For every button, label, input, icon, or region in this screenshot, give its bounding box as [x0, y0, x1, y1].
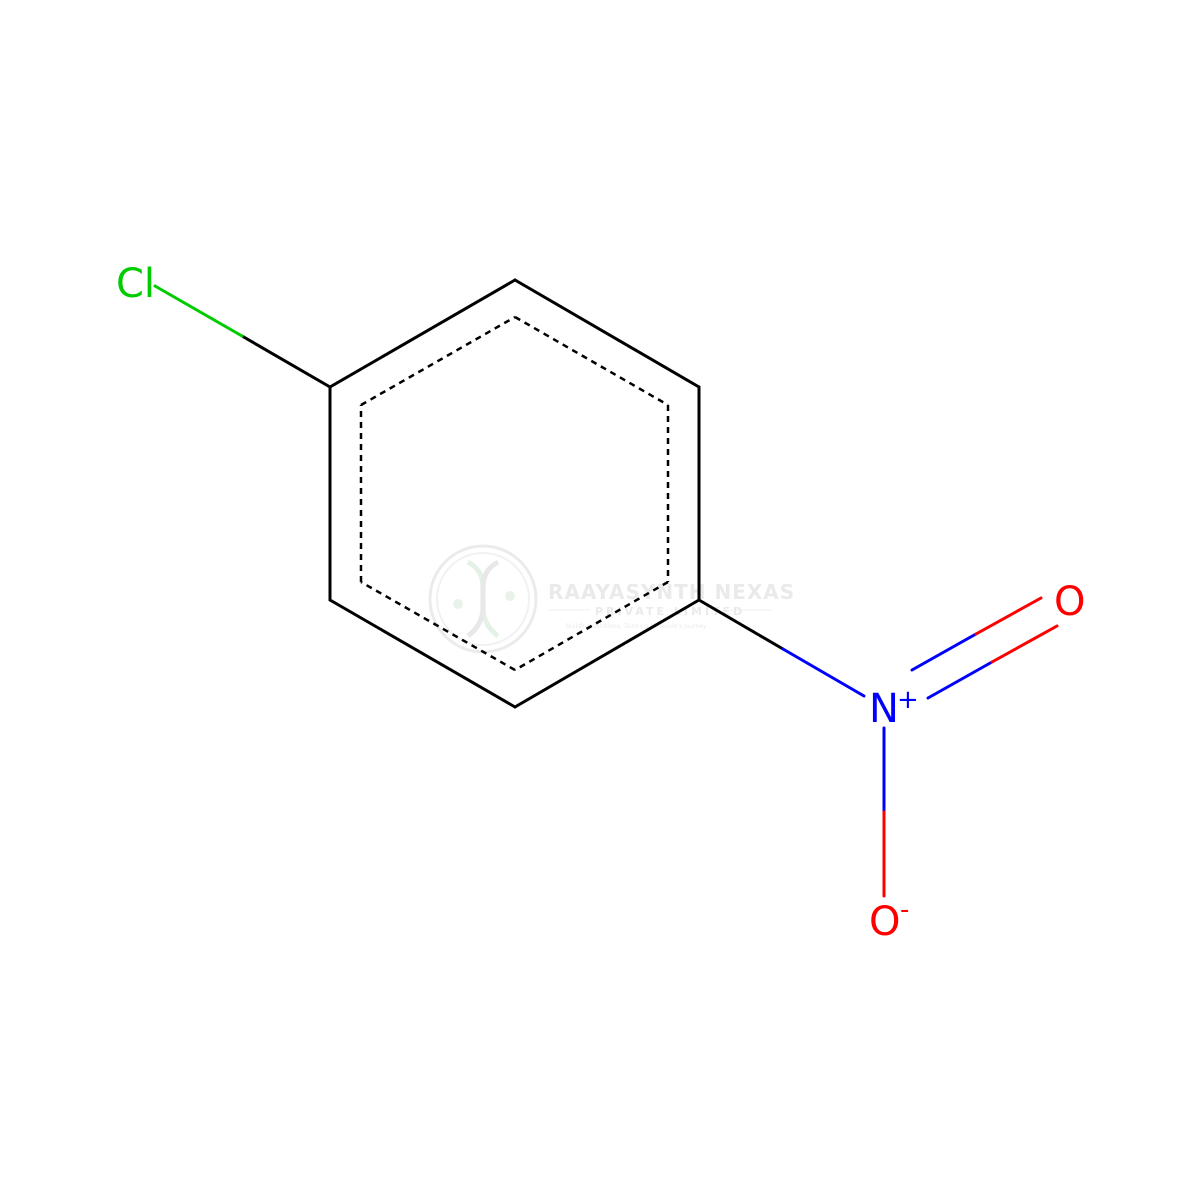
c-cl-bond-chlorine-half — [153, 284, 244, 338]
ring-bond-bottom-left — [328, 598, 517, 709]
watermark-logo-icon — [428, 544, 538, 654]
ring-bond-top-left — [328, 278, 517, 389]
aromatic-dash-1 — [360, 315, 516, 407]
n-o-double-bond — [910, 596, 1059, 700]
c-n-bond-carbon-half — [697, 598, 785, 651]
ring-bond-bottom-right — [513, 598, 701, 709]
watermark-title: RAAYASYNTH NEXAS — [548, 580, 795, 604]
watermark-subtitle: PRIVATE LIMITED — [595, 605, 745, 618]
watermark: RAAYASYNTH NEXAS PRIVATE LIMITED Buildin… — [428, 544, 795, 654]
c-n-bond — [697, 598, 866, 698]
ring-bond-top-right — [513, 278, 701, 389]
aromatic-dash-5 — [360, 580, 516, 672]
aromatic-inner-ring — [359, 315, 670, 672]
benzene-ring — [328, 278, 701, 709]
n-o-double-bond-line1-n — [910, 632, 978, 672]
nitrogen-atom-label: N — [869, 686, 899, 732]
watermark-tagline: Building Solutions, Tailoring Molecule's… — [566, 623, 707, 630]
c-cl-bond — [153, 284, 332, 389]
aromatic-dash-2 — [514, 315, 669, 407]
aromatic-dash-4 — [514, 580, 669, 672]
oxygen-single-atom-label: O — [869, 899, 900, 945]
oxygen-double-atom-label: O — [1054, 579, 1085, 625]
nitrogen-charge-label: + — [897, 685, 919, 715]
chlorine-atom-label: Cl — [116, 261, 155, 307]
n-o-double-bond-line2-n — [926, 660, 994, 700]
c-n-bond-nitrogen-half — [781, 647, 866, 698]
n-o-double-bond-line2-o — [990, 624, 1059, 664]
c-cl-bond-carbon-half — [240, 334, 332, 389]
oxygen-charge-label: - — [900, 895, 909, 925]
n-o-double-bond-line1-o — [974, 596, 1043, 636]
